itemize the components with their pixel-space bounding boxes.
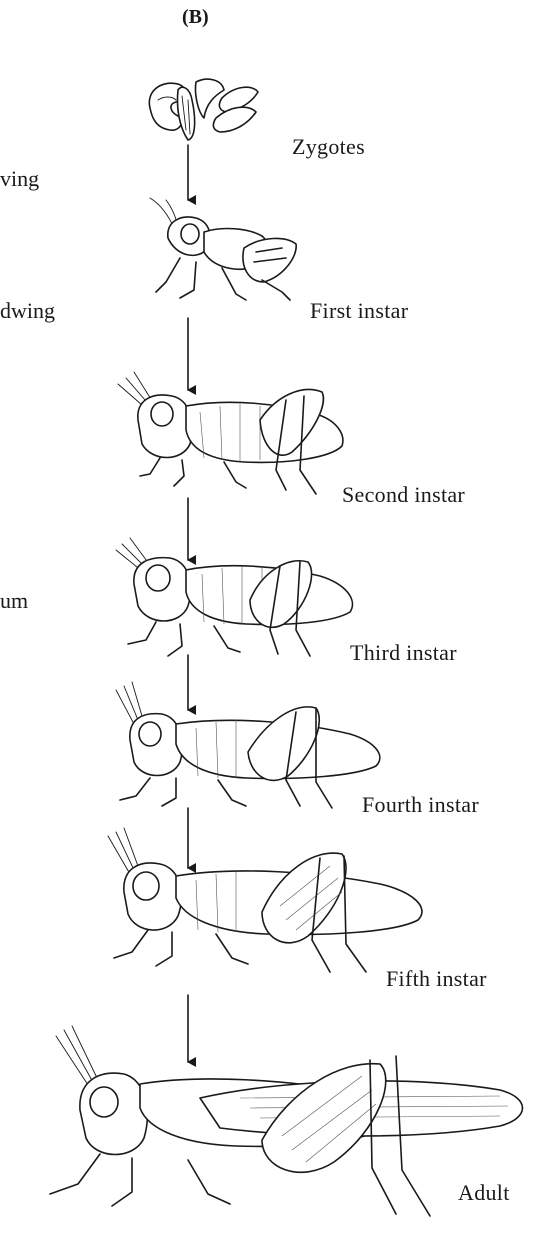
fourth-instar-drawing: [116, 682, 380, 808]
zygotes-drawing: [149, 79, 258, 140]
fifth-instar-drawing: [108, 828, 422, 972]
first-instar-drawing: [150, 198, 296, 300]
second-instar-drawing: [118, 372, 343, 494]
adult-drawing: [50, 1026, 523, 1216]
third-instar-drawing: [116, 538, 352, 656]
